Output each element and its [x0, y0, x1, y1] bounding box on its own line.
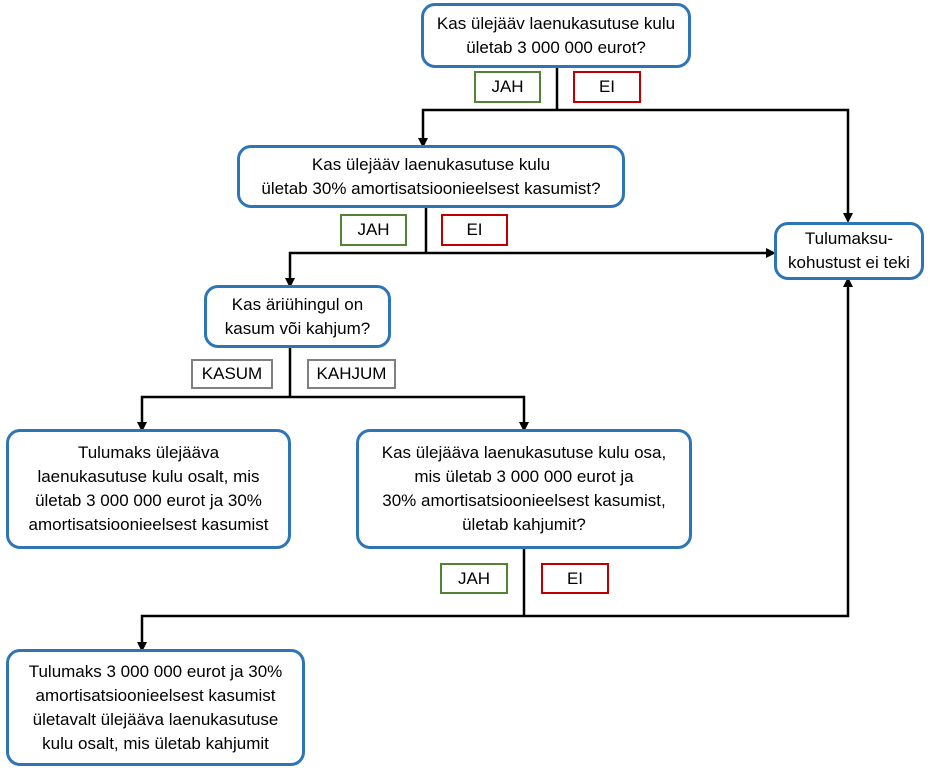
result-no-tax-liability-text: Tulumaksu- kohustust ei teki [788, 229, 910, 272]
q4-no-label-text: EI [566, 568, 584, 588]
q1-yes-label-text: JAH [491, 77, 524, 96]
connector-q2-yes [285, 251, 426, 288]
q4-no-label: EI [541, 563, 609, 594]
result-tax-on-loss: Tulumaks 3 000 000 eurot ja 30% amortisa… [6, 649, 305, 766]
question-profit-or-loss-text: Kas äriühingul on kasum või kahjum? [224, 294, 371, 338]
q3-profit-label-text: KASUM [201, 364, 263, 383]
question-loan-cost-over-30pct: Kas ülejääv laenukasutuse kulu ületab 30… [237, 145, 625, 208]
q1-no-label: EI [573, 71, 641, 103]
question-loan-cost-over-3m-text: Kas ülejääv laenukasutuse kulu ületab 3 … [436, 13, 676, 57]
q4-yes-label: JAH [440, 563, 508, 594]
connector-q1-yes [418, 108, 557, 148]
q2-yes-label-text: JAH [357, 220, 390, 239]
result-no-tax-liability: Tulumaksu- kohustust ei teki [774, 222, 924, 280]
question-profit-or-loss: Kas äriühingul on kasum või kahjum? [204, 285, 391, 348]
q4-yes-label-text: JAH [457, 568, 491, 588]
result-tax-on-profit: Tulumaks ülejääva laenukasutuse kulu osa… [6, 429, 291, 549]
connector-q4-yes [137, 614, 524, 652]
q3-loss-label-text: KAHJUM [316, 364, 387, 383]
question-excess-over-loss: Kas ülejääva laenukasutuse kulu osa, mis… [356, 429, 692, 549]
q3-loss-label: KAHJUM [307, 359, 396, 389]
q2-no-label-text: EI [466, 220, 483, 239]
connector-q4-no [524, 277, 853, 618]
q3-profit-label: KASUM [191, 359, 273, 389]
q2-yes-label: JAH [340, 214, 407, 246]
result-tax-on-loss-text: Tulumaks 3 000 000 eurot ja 30% amortisa… [28, 661, 283, 753]
question-loan-cost-over-30pct-text: Kas ülejääv laenukasutuse kulu ületab 30… [261, 154, 601, 198]
connector-q1-no [557, 108, 853, 223]
result-tax-on-profit-text: Tulumaks ülejääva laenukasutuse kulu osa… [28, 443, 269, 534]
q1-no-label-text: EI [598, 77, 616, 96]
q2-no-label: EI [441, 214, 508, 246]
question-excess-over-loss-text: Kas ülejääva laenukasutuse kulu osa, mis… [381, 443, 667, 534]
q1-yes-label: JAH [474, 71, 541, 103]
connector-q3-loss [290, 395, 529, 432]
connector-q3-profit [137, 395, 290, 432]
question-loan-cost-over-3m: Kas ülejääv laenukasutuse kulu ületab 3 … [421, 3, 691, 68]
